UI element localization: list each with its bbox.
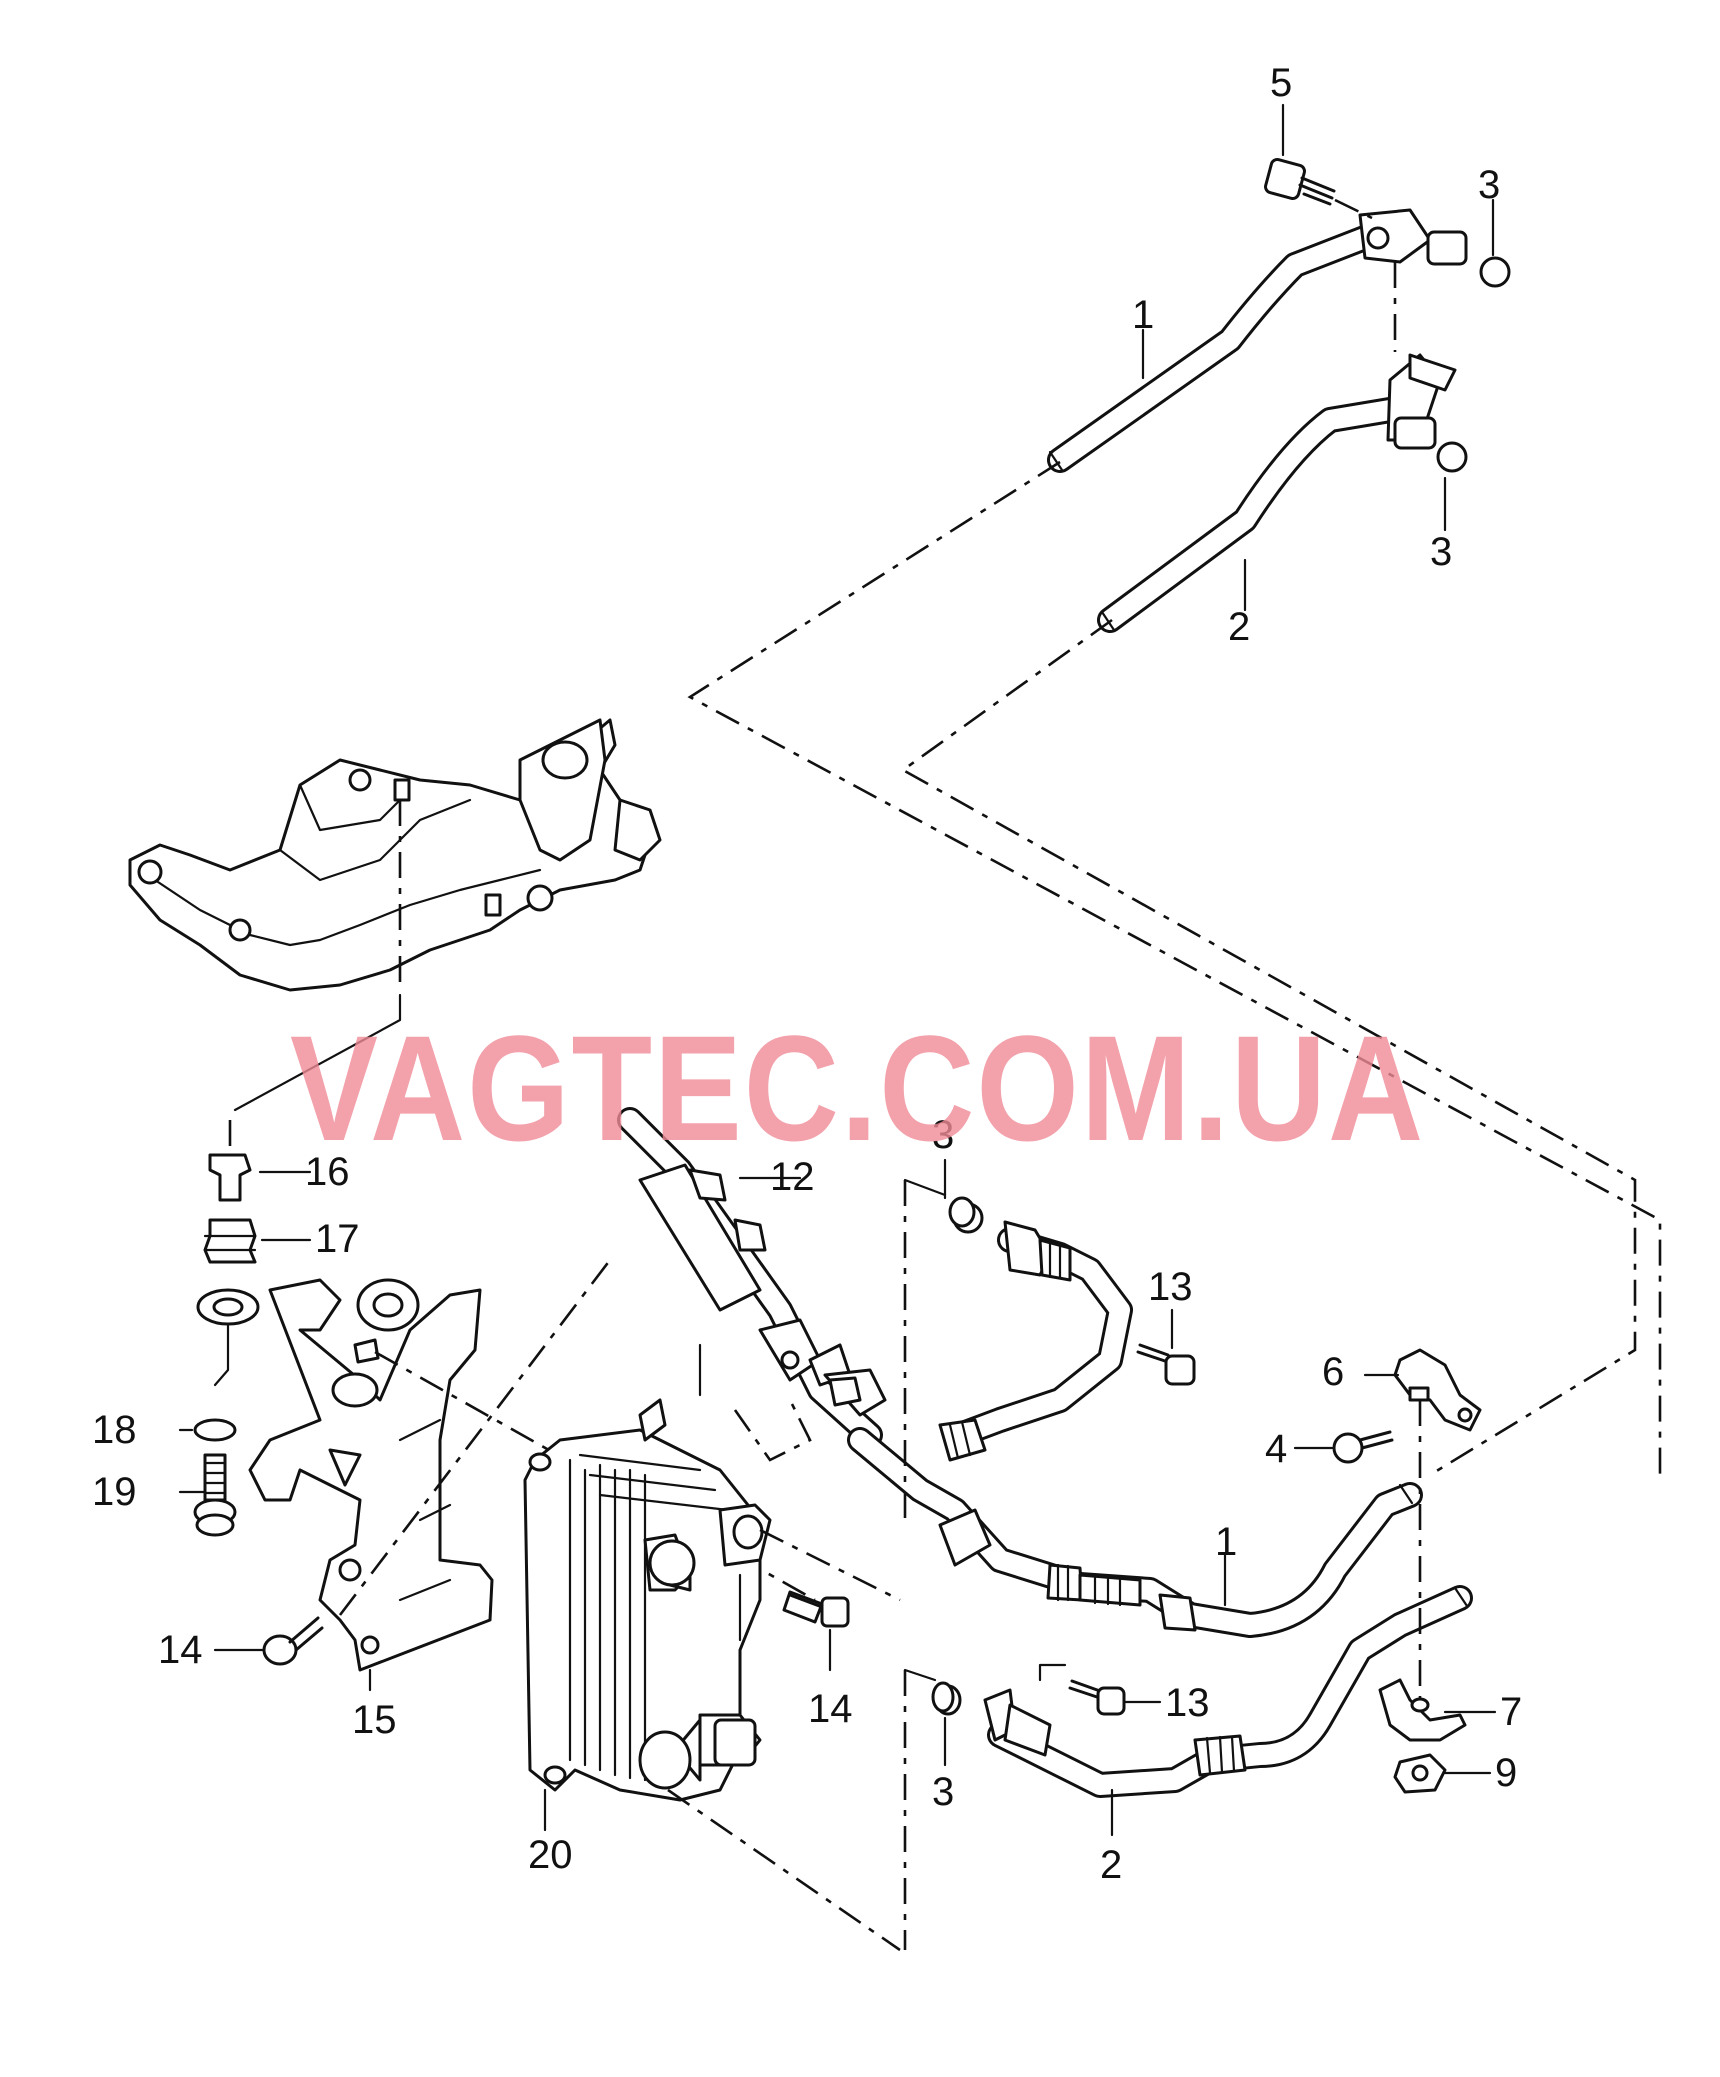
oil-cooler-20[interactable]: [523, 1398, 901, 1952]
pipe-2-upper[interactable]: [1097, 397, 1403, 633]
bolt-19[interactable]: [193, 1453, 237, 1537]
callout-20: 20: [528, 1833, 573, 1877]
watermark-text: VAGTEC.COM.UA: [290, 1004, 1425, 1172]
bolt-14-left[interactable]: [262, 1616, 324, 1666]
bolt-13-upper[interactable]: [1136, 1308, 1196, 1386]
callouts: 5 3 1 3 2 16 17 12 3 13 6 18 4 19 1 14 1…: [92, 61, 1522, 1887]
callout-6: 6: [1322, 1350, 1344, 1394]
callout-3-a: 3: [1478, 163, 1500, 207]
washer-plate[interactable]: [196, 1288, 260, 1387]
callout-1-top: 1: [1132, 293, 1154, 337]
callout-5: 5: [1270, 61, 1292, 105]
clip-7[interactable]: [1378, 1678, 1467, 1742]
pipe-1-upper[interactable]: [1047, 219, 1393, 473]
callout-16: 16: [305, 1150, 350, 1194]
callout-18: 18: [92, 1408, 137, 1452]
washer-18[interactable]: [193, 1418, 237, 1442]
clip-6[interactable]: [1393, 1348, 1482, 1700]
pipe-2-lower[interactable]: [934, 1585, 1473, 1837]
callout-3-d: 3: [932, 1770, 954, 1814]
ring-dashes: [903, 1178, 947, 1950]
o-ring-3-low[interactable]: [931, 1681, 955, 1713]
callout-14-a: 14: [158, 1628, 203, 1672]
callout-17: 17: [315, 1217, 360, 1261]
o-ring-3-mid[interactable]: [948, 1196, 976, 1228]
callout-1-bottom: 1: [1215, 1520, 1237, 1564]
rubber-bushing-17[interactable]: [203, 1218, 257, 1264]
bolt-5[interactable]: [1264, 158, 1373, 220]
bolt-13-lower[interactable]: [1038, 1663, 1126, 1716]
rubber-bushing-16[interactable]: [208, 1120, 252, 1202]
pipe-13-branch[interactable]: [938, 1202, 1133, 1462]
flange-fitting-lower[interactable]: [1386, 353, 1468, 473]
callout-2-bottom: 2: [1100, 1843, 1122, 1887]
routing-dashes: [687, 460, 1662, 1477]
cooler-bracket-15[interactable]: [248, 1259, 816, 1692]
pipe-1-lower[interactable]: [847, 1427, 1423, 1638]
transmission-bracket[interactable]: [128, 718, 662, 1112]
callout-3-c: 3: [932, 1113, 954, 1157]
callout-12: 12: [770, 1155, 815, 1199]
bolt-14-right[interactable]: [782, 1590, 850, 1672]
callout-19: 19: [92, 1470, 137, 1514]
callout-15: 15: [352, 1698, 397, 1742]
callout-7: 7: [1500, 1690, 1522, 1734]
flange-fitting-upper[interactable]: [1358, 208, 1511, 352]
callout-4: 4: [1265, 1427, 1287, 1471]
callout-13-b: 13: [1165, 1681, 1210, 1725]
callout-3-b: 3: [1430, 530, 1452, 574]
callout-13-a: 13: [1148, 1265, 1193, 1309]
cooler-tube-assembly-12[interactable]: [617, 1107, 887, 1462]
callout-9: 9: [1495, 1751, 1517, 1795]
leader-lines: [178, 103, 1497, 1775]
nut-9[interactable]: [1393, 1753, 1447, 1794]
bolt-4[interactable]: [1332, 1430, 1394, 1464]
callout-14-b: 14: [808, 1687, 853, 1731]
callout-2-top: 2: [1228, 605, 1250, 649]
